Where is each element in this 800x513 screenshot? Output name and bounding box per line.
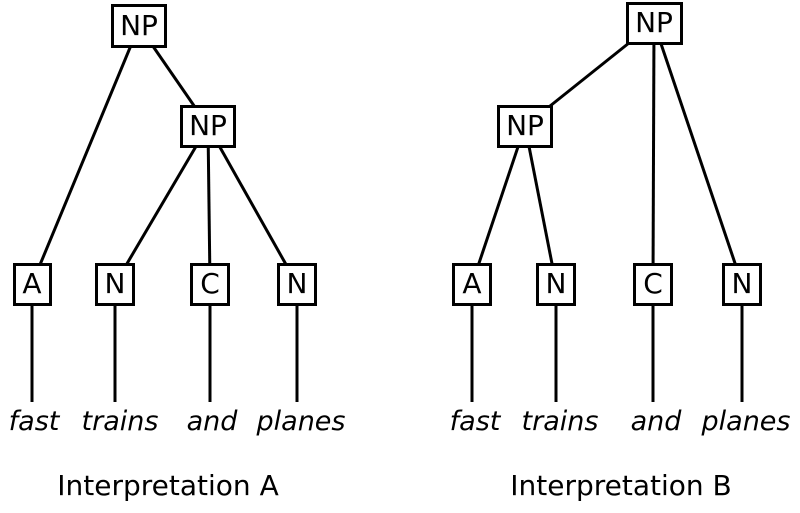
interpretation-b-node-np-inner: NP xyxy=(497,104,553,148)
interpretation-b-node-n1: N xyxy=(536,262,576,306)
caption-interpretation-b: Interpretation B xyxy=(510,469,732,502)
interpretation-a-node-np-inner: NP xyxy=(180,104,236,148)
interpretation-b-leaf-word-and: and xyxy=(630,406,682,437)
interpretation-b-node-np-root: NP xyxy=(625,1,683,45)
interpretation-b-leaf-word-planes: planes xyxy=(701,406,791,437)
interpretation-a-node-n2: N xyxy=(277,262,317,306)
interpretation-a-node-np-root: NP xyxy=(111,4,167,48)
interpretation-a-edge-np-root-a xyxy=(30,25,141,285)
interpretation-b-leaf-word-fast: fast xyxy=(449,406,501,437)
interpretation-b-leaf-word-trains: trains xyxy=(521,406,599,437)
interpretation-b-node-a: A xyxy=(452,262,492,306)
interpretation-a-node-n1: N xyxy=(95,262,135,306)
interpretation-a-edge-np-inner-c xyxy=(206,125,212,285)
interpretation-a-node-a: A xyxy=(12,262,52,306)
interpretation-b-node-c: C xyxy=(633,262,673,306)
interpretation-b-edge-np-root-n2 xyxy=(652,22,744,285)
interpretation-a-leaf-word-planes: planes xyxy=(256,406,346,437)
interpretation-b-edge-np-root-c xyxy=(651,22,656,285)
interpretation-a-edge-np-inner-n1 xyxy=(113,125,210,285)
interpretation-b-edge-np-inner-a xyxy=(470,125,527,285)
interpretation-a-edge-np-inner-n2 xyxy=(206,125,299,285)
interpretation-b-edge-np-inner-n1 xyxy=(523,125,558,285)
caption-interpretation-a: Interpretation A xyxy=(57,469,279,502)
interpretation-a-leaf-word-trains: trains xyxy=(81,406,159,437)
interpretation-a-node-c: C xyxy=(190,262,230,306)
interpretation-a-leaf-word-and: and xyxy=(186,406,238,437)
interpretation-b-node-n2: N xyxy=(722,262,762,306)
interpretation-a-leaf-word-fast: fast xyxy=(8,406,60,437)
